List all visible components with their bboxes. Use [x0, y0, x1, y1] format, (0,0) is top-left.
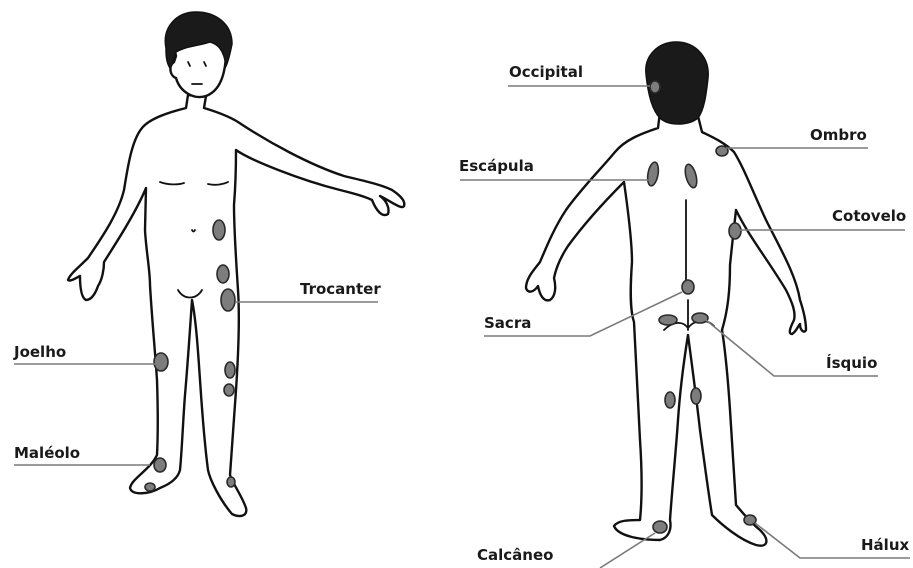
front-body-outline [68, 95, 404, 516]
label-maleolo: Maléolo [14, 444, 80, 462]
label-trocanter: Trocanter [300, 280, 381, 298]
label-halux: Hálux [861, 536, 909, 554]
back-spot-cotovelo [729, 223, 741, 239]
back-spot-isquio-left [659, 315, 677, 325]
back-spot-knee-right [691, 388, 701, 404]
front-spot-maleolo [154, 458, 166, 472]
front-spot-heel [145, 483, 155, 491]
front-spot-joelho [154, 353, 168, 371]
leader-calcaneo [600, 533, 655, 568]
back-spot-isquio-right [692, 313, 708, 323]
front-spot-hip-mid [217, 265, 229, 283]
label-sacra: Sacra [484, 314, 531, 332]
front-figure [68, 12, 404, 516]
label-ombro: Ombro [810, 126, 867, 144]
back-spot-calcaneo [653, 521, 667, 533]
back-spot-halux [744, 515, 756, 525]
front-spot-knee-lateral [225, 362, 235, 378]
label-cotovelo: Cotovelo [832, 207, 906, 225]
back-spot-sacra [682, 280, 694, 294]
front-spot-trocanter [221, 289, 235, 311]
label-calcaneo: Calcâneo [477, 546, 553, 564]
label-joelho: Joelho [14, 343, 66, 361]
front-spot-knee-lateral-2 [224, 384, 234, 396]
front-spot-hip-upper [213, 220, 225, 240]
back-spot-occipital [650, 81, 660, 93]
label-occipital: Occipital [509, 63, 583, 81]
back-spot-knee-left [665, 392, 675, 408]
label-escapula: Escápula [459, 157, 534, 175]
back-figure [526, 42, 806, 546]
front-spot-foot-right [227, 477, 235, 487]
label-isquio: Ísquio [826, 354, 877, 372]
